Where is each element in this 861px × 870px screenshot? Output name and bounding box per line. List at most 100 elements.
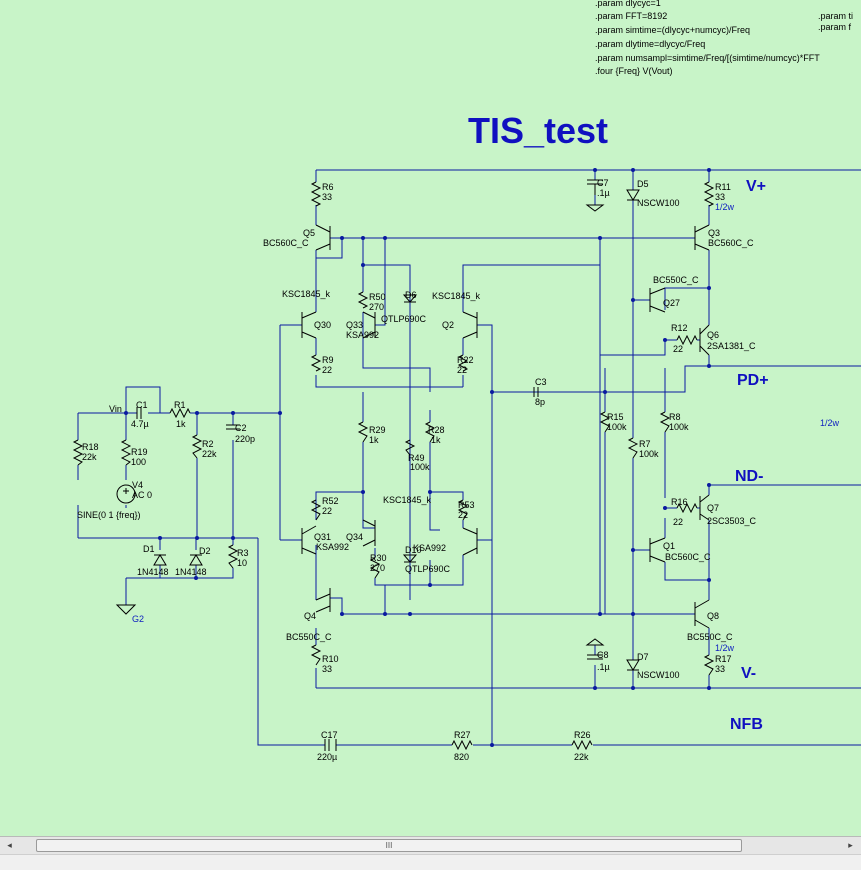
svg-text:R3: R3 <box>237 548 249 558</box>
svg-text:33: 33 <box>322 664 332 674</box>
svg-text:.param ti: .param ti <box>818 11 853 21</box>
scroll-right-arrow-icon[interactable]: ▸ <box>848 840 853 850</box>
svg-text:BC550C_C: BC550C_C <box>653 275 699 285</box>
svg-text:100k: 100k <box>669 422 689 432</box>
svg-text:1/2w: 1/2w <box>715 202 735 212</box>
svg-text:R19: R19 <box>131 447 148 457</box>
svg-text:Q7: Q7 <box>707 503 719 513</box>
svg-text:D1: D1 <box>143 544 155 554</box>
svg-text:R49: R49 <box>408 453 425 463</box>
svg-text:Q34: Q34 <box>346 532 363 542</box>
svg-text:100k: 100k <box>639 449 659 459</box>
svg-text:Q8: Q8 <box>707 611 719 621</box>
svg-text:100: 100 <box>131 457 146 467</box>
svg-text:R7: R7 <box>639 439 651 449</box>
svg-text:.param dlytime=dlycyc/Freq: .param dlytime=dlycyc/Freq <box>595 39 705 49</box>
svg-text:R1: R1 <box>174 400 186 410</box>
svg-text:22: 22 <box>673 517 683 527</box>
svg-text:D10: D10 <box>405 545 422 555</box>
svg-text:Q31: Q31 <box>314 532 331 542</box>
svg-text:C1: C1 <box>136 400 148 410</box>
svg-text:C17: C17 <box>321 730 338 740</box>
capacitor-symbols <box>136 179 605 751</box>
svg-text:.param FFT=8192: .param FFT=8192 <box>595 11 667 21</box>
svg-text:NSCW100: NSCW100 <box>637 670 680 680</box>
svg-text:V4: V4 <box>132 480 143 490</box>
svg-text:NFB: NFB <box>730 716 763 733</box>
svg-text:22k: 22k <box>82 452 97 462</box>
svg-text:R22: R22 <box>457 355 474 365</box>
svg-text:V+: V+ <box>746 178 766 195</box>
svg-text:.param simtime=(dlycyc+numcyc): .param simtime=(dlycyc+numcyc)/Freq <box>595 25 750 35</box>
svg-text:KSA992: KSA992 <box>346 330 379 340</box>
scroll-left-arrow-icon[interactable]: ◂ <box>7 840 12 850</box>
svg-text:BC560C_C: BC560C_C <box>263 238 309 248</box>
svg-text:KSC1845_k: KSC1845_k <box>282 289 331 299</box>
scrollbar-thumb[interactable]: III <box>36 839 742 852</box>
svg-text:.param numsampl=simtime/Freq/[: .param numsampl=simtime/Freq/[(simtime/n… <box>595 53 820 63</box>
wires <box>77 169 861 746</box>
svg-text:R26: R26 <box>574 730 591 740</box>
svg-text:R15: R15 <box>607 412 624 422</box>
svg-text:Q6: Q6 <box>707 330 719 340</box>
svg-text:KSA992: KSA992 <box>316 542 349 552</box>
svg-text:C3: C3 <box>535 377 547 387</box>
svg-text:C8: C8 <box>597 650 609 660</box>
svg-text:Q30: Q30 <box>314 320 331 330</box>
svg-text:220µ: 220µ <box>317 752 337 762</box>
svg-text:AC 0: AC 0 <box>132 490 152 500</box>
svg-text:2SC3503_C: 2SC3503_C <box>707 516 757 526</box>
svg-text:1k: 1k <box>431 435 441 445</box>
svg-text:NSCW100: NSCW100 <box>637 198 680 208</box>
svg-text:D7: D7 <box>637 652 649 662</box>
resistor-symbols <box>72 181 715 751</box>
svg-text:33: 33 <box>715 664 725 674</box>
svg-text:R28: R28 <box>428 425 445 435</box>
svg-text:22: 22 <box>458 510 468 520</box>
svg-text:D6: D6 <box>405 290 417 300</box>
status-bar <box>0 854 861 870</box>
svg-text:R17: R17 <box>715 654 732 664</box>
svg-text:QTLP690C: QTLP690C <box>381 314 427 324</box>
svg-text:Q27: Q27 <box>663 298 680 308</box>
svg-text:BC560C_C: BC560C_C <box>665 552 711 562</box>
svg-text:KSC1845_k: KSC1845_k <box>432 291 481 301</box>
svg-text:8p: 8p <box>535 397 545 407</box>
svg-text:Q4: Q4 <box>304 611 316 621</box>
svg-text:1/2w: 1/2w <box>715 643 735 653</box>
horizontal-scrollbar[interactable]: ◂ III ▸ <box>0 836 861 854</box>
svg-text:.param f: .param f <box>818 22 852 32</box>
svg-text:G2: G2 <box>132 614 144 624</box>
svg-text:22: 22 <box>322 365 332 375</box>
svg-text:.four {Freq} V(Vout): .four {Freq} V(Vout) <box>595 66 673 76</box>
scrollbar-grip-icon: III <box>385 841 393 850</box>
junctions <box>124 168 711 747</box>
spice-directives[interactable]: .param dlycyc=1 .param FFT=8192 .param s… <box>595 0 853 76</box>
svg-text:2SA1381_C: 2SA1381_C <box>707 341 756 351</box>
svg-text:820: 820 <box>454 752 469 762</box>
source-v4[interactable] <box>116 484 136 504</box>
svg-text:270: 270 <box>370 563 385 573</box>
svg-text:100k: 100k <box>607 422 627 432</box>
svg-text:R18: R18 <box>82 442 99 452</box>
svg-text:D2: D2 <box>199 546 211 556</box>
svg-text:R16: R16 <box>671 497 688 507</box>
svg-text:R52: R52 <box>322 496 339 506</box>
svg-text:Q5: Q5 <box>303 228 315 238</box>
svg-text:220p: 220p <box>235 434 255 444</box>
svg-text:.1µ: .1µ <box>597 188 610 198</box>
svg-text:22k: 22k <box>202 449 217 459</box>
svg-text:.param dlycyc=1: .param dlycyc=1 <box>595 0 661 8</box>
net-labels: V+ PD+ ND- V- NFB <box>730 178 769 733</box>
svg-text:R30: R30 <box>370 553 387 563</box>
diode-symbols <box>153 189 640 671</box>
svg-text:R27: R27 <box>454 730 471 740</box>
svg-text:R9: R9 <box>322 355 334 365</box>
schematic-canvas[interactable]: .param dlycyc=1 .param FFT=8192 .param s… <box>0 0 861 836</box>
svg-text:C2: C2 <box>235 423 247 433</box>
svg-text:SINE(0 1 {freq}): SINE(0 1 {freq}) <box>77 510 141 520</box>
svg-text:KSA992: KSA992 <box>413 543 446 553</box>
svg-text:R50: R50 <box>369 292 386 302</box>
svg-text:Q3: Q3 <box>708 228 720 238</box>
svg-text:R11: R11 <box>715 182 731 192</box>
